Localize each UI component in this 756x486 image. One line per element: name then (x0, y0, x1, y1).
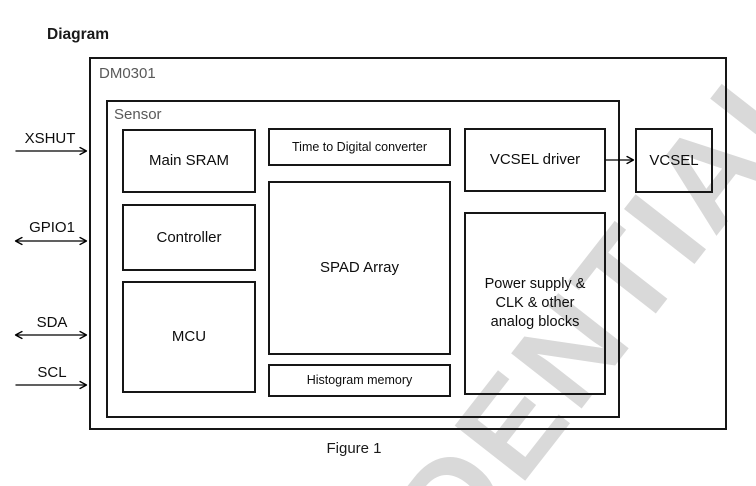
vcsel-driver-to-vcsel-arrow-icon (605, 155, 635, 165)
signal-label-sda: SDA (36, 314, 68, 331)
signal-label-scl: SCL (37, 364, 67, 381)
block-time-to-digital-converter: Time to Digital converter (268, 128, 451, 166)
signal-label-gpio1: GPIO1 (29, 219, 75, 236)
xshut-input-arrow-icon (15, 146, 88, 156)
block-controller: Controller (122, 204, 256, 271)
block-histogram-memory: Histogram memory (268, 364, 451, 397)
sda-bidirectional-arrow-icon (14, 330, 88, 340)
signal-label-xshut: XSHUT (24, 130, 76, 147)
sensor-frame (106, 100, 620, 418)
gpio1-bidirectional-arrow-icon (14, 236, 88, 246)
chip-frame-dm0301 (89, 57, 727, 430)
block-vcsel-driver: VCSEL driver (464, 128, 606, 192)
sensor-label: Sensor (114, 106, 162, 123)
page-title: Diagram (47, 26, 110, 43)
chip-label: DM0301 (99, 65, 156, 82)
figure-caption: Figure 1 (326, 440, 382, 457)
block-main-sram: Main SRAM (122, 129, 256, 193)
block-spad-array: SPAD Array (268, 181, 451, 355)
block-vcsel: VCSEL (635, 128, 713, 193)
scl-input-arrow-icon (15, 380, 88, 390)
block-power-supply: Power supply & CLK & other analog blocks (464, 212, 606, 395)
block-mcu: MCU (122, 281, 256, 393)
